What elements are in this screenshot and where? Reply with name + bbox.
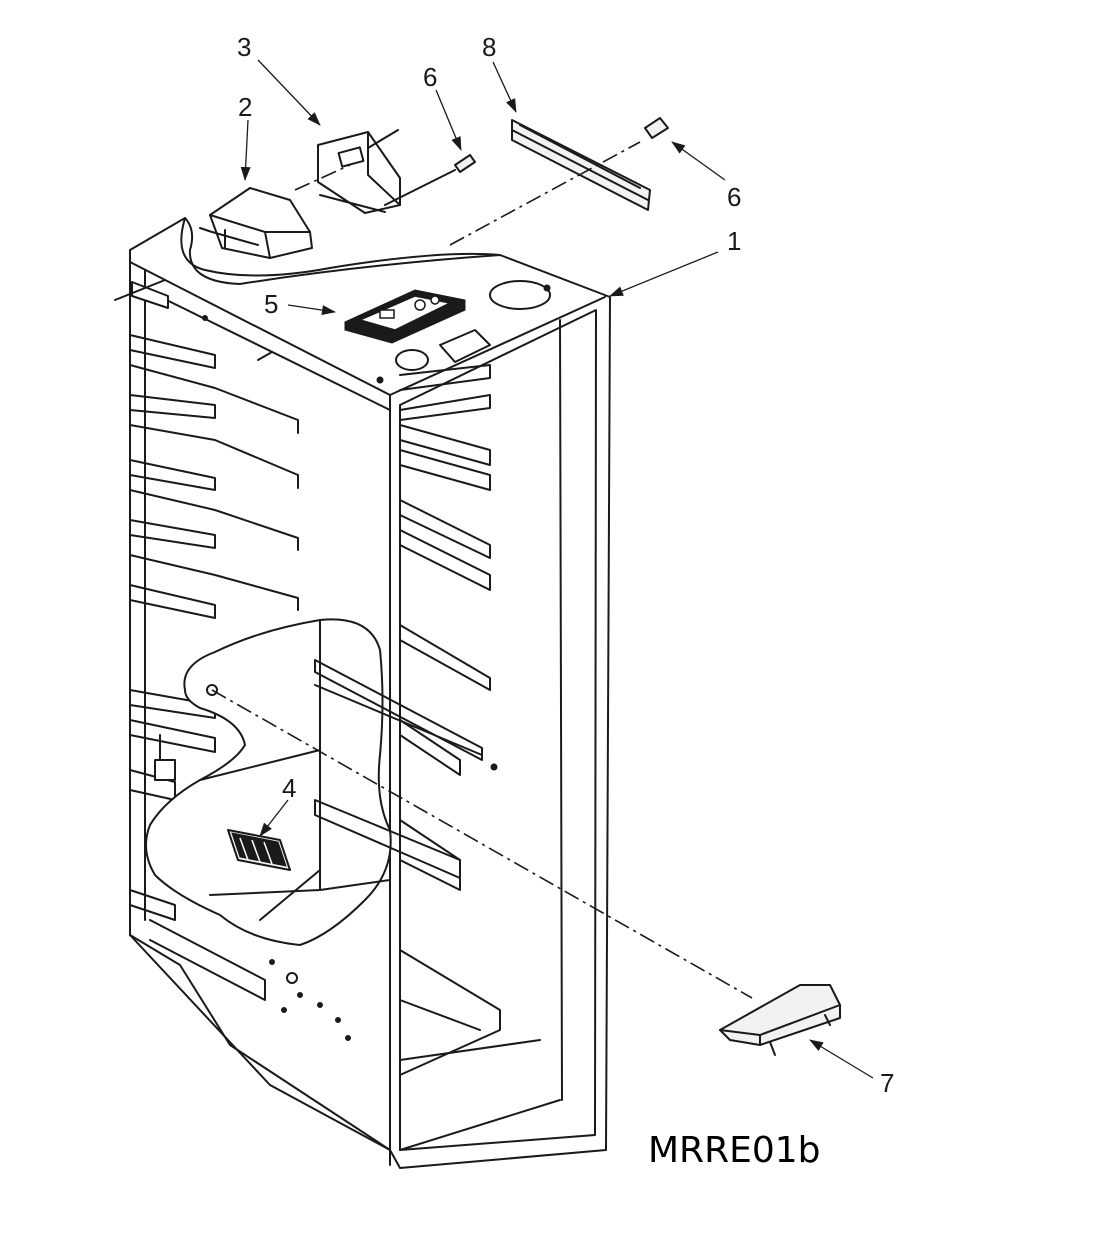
callout-2: 2 [238,92,252,122]
cabinet-liner [129,217,611,1169]
control-housing [114,187,313,301]
rail-strip [449,119,651,246]
light-bracket [294,129,401,214]
vent-opening [489,280,551,310]
callout-arrows [240,59,874,1079]
right-shelf-ribs [399,364,491,891]
control-panel [344,289,466,344]
cutaway-view [145,618,498,946]
screw-right [644,117,669,139]
callout-6a: 6 [423,62,437,92]
diagram-code: MRRE01b [648,1130,821,1171]
vent-knob [395,349,429,371]
callout-3: 3 [237,32,251,62]
callout-4: 4 [282,773,296,803]
callout-7: 7 [880,1068,894,1098]
screw-left [384,154,476,206]
light-module [227,829,291,871]
callout-8: 8 [482,32,496,62]
light-cover [719,984,841,1056]
bottom-mounting-holes [269,959,351,1041]
callout-5: 5 [264,289,278,319]
left-shelf-ribs [129,334,299,1001]
callout-1: 1 [727,226,741,256]
callout-6b: 6 [727,182,741,212]
